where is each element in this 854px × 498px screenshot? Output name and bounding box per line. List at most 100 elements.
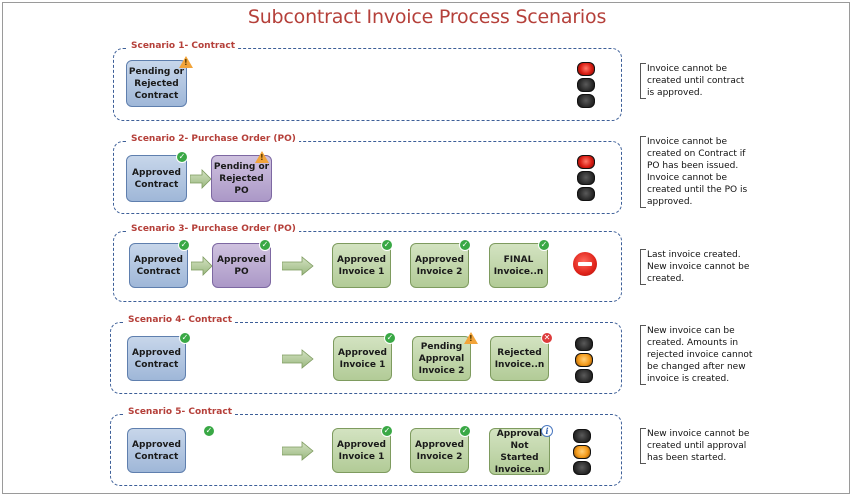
box-label: Approved Contract <box>132 439 181 462</box>
check-icon: ✓ <box>381 239 393 251</box>
approved-contract-box: Approved Contract <box>129 243 188 288</box>
traffic-light-icon <box>571 429 593 477</box>
arrow-icon <box>191 256 213 276</box>
check-icon: ✓ <box>538 239 550 251</box>
lamp-off <box>577 94 595 108</box>
box-label: Approved Invoice 2 <box>415 254 464 277</box>
scenario-1-label: Scenario 1- Contract <box>128 41 239 51</box>
scenario-2-note: Invoice cannot be created on Contract if… <box>640 136 747 208</box>
lamp-off <box>575 337 593 351</box>
lamp-off <box>573 429 591 443</box>
arrow-icon <box>282 441 314 461</box>
box-label: Approved PO <box>217 254 266 277</box>
scenario-4-note: New invoice can be created. Amounts in r… <box>640 325 752 385</box>
scenario-1-panel: Scenario 1- Contract <box>113 41 622 121</box>
box-label: Pending or Rejected PO <box>213 161 270 196</box>
scenario-3-note: Last invoice created. New invoice cannot… <box>640 249 749 285</box>
scenario-4-label: Scenario 4- Contract <box>125 315 236 325</box>
box-label: FINAL Invoice..n <box>493 254 544 277</box>
check-icon: ✓ <box>459 239 471 251</box>
check-icon: ✓ <box>179 332 191 344</box>
scenario-5-note: New invoice cannot be created until appr… <box>640 428 749 464</box>
warning-icon: ! <box>255 151 269 163</box>
scenario-5-label: Scenario 5- Contract <box>125 407 236 417</box>
page-title: Subcontract Invoice Process Scenarios <box>247 6 607 28</box>
approved-contract-box: Approved Contract <box>127 428 186 473</box>
note-line: has been started. <box>647 453 727 463</box>
note-line: PO has been issued. <box>647 161 739 171</box>
lamp-off <box>573 461 591 475</box>
warning-icon: ! <box>179 56 193 68</box>
note-line: created. <box>647 274 685 284</box>
scenario-3-label: Scenario 3- Purchase Order (PO) <box>128 224 299 234</box>
info-icon: i <box>541 425 553 437</box>
approval-not-started-invoice-box: Approval Not Started Invoice..n <box>489 428 550 475</box>
amber-lamp <box>575 353 593 367</box>
warning-icon: ! <box>464 332 478 344</box>
box-label: Approved Invoice 1 <box>337 254 386 277</box>
check-icon: ✓ <box>178 239 190 251</box>
approved-invoice-2-box: Approved Invoice 2 <box>410 243 469 288</box>
lamp-off <box>575 369 593 383</box>
scenario-3-panel: Scenario 3- Purchase Order (PO) <box>113 224 622 302</box>
scenario-5-panel: Scenario 5- Contract <box>110 407 622 486</box>
box-label: Approved Contract <box>132 167 181 190</box>
final-invoice-box: FINAL Invoice..n <box>489 243 548 288</box>
approved-po-box: Approved PO <box>212 243 271 288</box>
note-line: Last invoice created. <box>647 250 741 260</box>
note-line: created until approval <box>647 441 747 451</box>
red-lamp <box>577 155 595 169</box>
note-line: rejected invoice cannot <box>647 350 753 360</box>
lamp-off <box>577 78 595 92</box>
approved-invoice-2-box: Approved Invoice 2 <box>410 428 469 473</box>
note-line: Invoice cannot be <box>647 137 728 147</box>
note-line: created. Amounts in <box>647 338 739 348</box>
box-label: Approval Not Started Invoice..n <box>494 428 545 475</box>
red-lamp <box>577 62 595 76</box>
note-line: New invoice can be <box>647 326 735 336</box>
box-label: Approved Invoice 1 <box>337 439 386 462</box>
pending-rejected-contract-box: Pending or Rejected Contract <box>126 60 187 107</box>
traffic-light-icon <box>575 62 597 110</box>
scenario-4-panel: Scenario 4- Contract <box>110 315 622 394</box>
check-icon: ✓ <box>203 425 215 437</box>
note-line: created until the PO is <box>647 185 748 195</box>
x-icon: ✕ <box>541 332 553 344</box>
note-line: Invoice cannot be <box>647 173 728 183</box>
note-line: approved. <box>647 197 693 207</box>
arrow-icon <box>282 349 314 369</box>
no-entry-icon <box>573 252 597 276</box>
check-icon: ✓ <box>381 425 393 437</box>
approved-invoice-1-box: Approved Invoice 1 <box>333 336 392 381</box>
box-label: Approved Invoice 2 <box>415 439 464 462</box>
note-line: Invoice cannot be <box>647 64 728 74</box>
note-line: invoice is created. <box>647 374 730 384</box>
scenario-1-note: Invoice cannot be created until contract… <box>640 63 744 99</box>
amber-lamp <box>573 445 591 459</box>
lamp-off <box>577 187 595 201</box>
scenario-2-label: Scenario 2- Purchase Order (PO) <box>128 134 299 144</box>
pending-approval-invoice-2-box: Pending Approval Invoice 2 <box>412 336 471 381</box>
arrow-icon <box>282 256 314 276</box>
box-label: Approved Contract <box>134 254 183 277</box>
scenario-2-panel: Scenario 2- Purchase Order (PO) <box>113 134 622 214</box>
arrow-icon <box>190 169 212 189</box>
approved-contract-box: Approved Contract <box>126 155 187 202</box>
approved-invoice-1-box: Approved Invoice 1 <box>332 243 391 288</box>
note-line: created until contract <box>647 76 745 86</box>
rejected-invoice-box: Rejected Invoice..n <box>490 336 549 381</box>
box-label: Rejected Invoice..n <box>494 347 545 370</box>
traffic-light-icon <box>575 155 597 203</box>
note-line: created on Contract if <box>647 149 746 159</box>
lamp-off <box>577 171 595 185</box>
note-line: New invoice cannot be <box>647 262 750 272</box>
note-line: is approved. <box>647 88 703 98</box>
box-label: Approved Invoice 1 <box>338 347 387 370</box>
check-icon: ✓ <box>259 239 271 251</box>
approved-invoice-1-box: Approved Invoice 1 <box>332 428 391 473</box>
check-icon: ✓ <box>459 425 471 437</box>
box-label: Pending Approval Invoice 2 <box>418 341 465 376</box>
traffic-light-icon <box>573 337 595 385</box>
check-icon: ✓ <box>176 151 188 163</box>
box-label: Pending or Rejected Contract <box>128 66 185 101</box>
